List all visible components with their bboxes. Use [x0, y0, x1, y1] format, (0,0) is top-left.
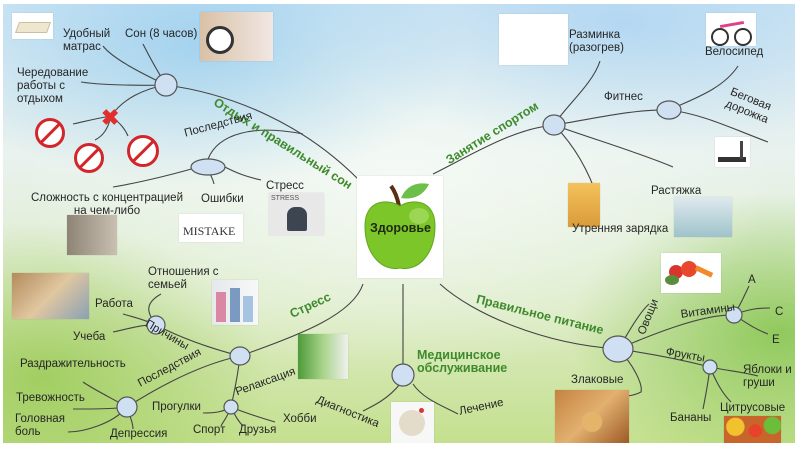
connector-line	[553, 60, 601, 126]
sleep-image	[200, 12, 273, 61]
node-stress-consequences	[116, 396, 138, 418]
connector-line	[222, 165, 262, 181]
stress-image: STRESS	[269, 193, 324, 235]
mistake-image: MISTAKE	[179, 214, 243, 242]
item-alternating-work: Чередование работы с отдыхом	[17, 67, 89, 105]
no-smoking-icon	[35, 118, 65, 148]
morning-exercise-image	[568, 183, 600, 227]
item-headache: Головная боль	[15, 413, 65, 438]
forbidden-cross-icon: ✖	[101, 105, 120, 130]
node-relaxation	[223, 399, 239, 415]
mind-map-canvas: Здоровье Отдых и правильный сон Удобный …	[3, 4, 795, 443]
vitamin-a: A	[748, 274, 756, 286]
vitamin-c: C	[775, 306, 784, 318]
apple-icon	[364, 183, 436, 270]
connector-line	[94, 115, 112, 141]
concentration-image	[67, 215, 117, 255]
fitness-title: Фитнес	[604, 91, 643, 103]
item-mistakes: Ошибки	[201, 193, 244, 205]
item-family-relations: Отношения с семьей	[148, 266, 219, 291]
center-apple: Здоровье	[357, 176, 443, 278]
stretching-image	[674, 197, 732, 237]
bicycle-image	[706, 13, 756, 46]
branch-title-medical: Медицинское обслуживание	[417, 348, 508, 375]
item-warmup: Разминка (разогрев)	[569, 29, 624, 54]
warmup-image	[499, 14, 568, 65]
vitamin-e: E	[772, 334, 780, 346]
item-study: Учеба	[73, 331, 106, 343]
item-depression: Депрессия	[110, 428, 168, 440]
item-apples-pears: Яблоки и груши	[743, 364, 792, 389]
connector-line	[72, 115, 112, 125]
item-work: Работа	[95, 298, 133, 310]
item-morning-exercise: Утренняя зарядка	[572, 223, 669, 235]
line-sport	[432, 124, 555, 175]
line-rest	[165, 84, 359, 180]
item-sport: Спорт	[193, 424, 226, 436]
connector-line	[553, 124, 674, 168]
item-bicycle: Велосипед	[705, 46, 764, 58]
relaxation-image	[298, 334, 348, 379]
node-fitness	[656, 100, 682, 120]
doctor-image	[391, 402, 434, 443]
item-sleep: Сон (8 часов)	[125, 28, 198, 40]
node-vitamins	[725, 306, 743, 324]
item-walks: Прогулки	[152, 401, 201, 413]
citrus-image	[724, 416, 781, 443]
mattress-image	[12, 13, 53, 39]
item-irritability: Раздражительность	[20, 358, 126, 370]
connector-lines	[67, 43, 771, 433]
node-rest	[154, 73, 178, 97]
item-citrus: Цитрусовые	[720, 402, 786, 414]
connector-line	[110, 115, 129, 137]
no-alcohol-icon	[127, 135, 159, 167]
item-stretching: Растяжка	[651, 185, 702, 197]
node-sport	[542, 114, 566, 136]
item-cereals: Злаковые	[571, 374, 624, 386]
alarm-clock-icon	[206, 26, 234, 54]
connector-line	[553, 109, 670, 126]
line-nutrition	[439, 283, 619, 350]
connector-line	[362, 383, 401, 412]
node-stress	[229, 346, 251, 366]
connector-line	[80, 81, 167, 86]
node-medical	[391, 363, 415, 387]
center-label: Здоровье	[370, 221, 431, 235]
node-nutrition	[602, 335, 634, 363]
work-image	[12, 273, 89, 319]
treadmill-image	[715, 137, 750, 167]
item-hobby: Хобби	[283, 413, 317, 425]
node-stress-causes	[146, 315, 166, 335]
family-image	[212, 280, 258, 325]
vegetables-image	[661, 253, 721, 293]
item-mattress: Удобный матрас	[63, 28, 111, 53]
item-rest-stress: Стресс	[266, 180, 304, 192]
item-friends: Друзья	[239, 424, 277, 436]
connector-line	[412, 383, 459, 415]
line-stress	[239, 283, 364, 357]
node-fruits	[702, 359, 718, 375]
item-concentration: Сложность с концентрацией на чем-либо	[31, 192, 183, 217]
item-bananas: Бананы	[670, 412, 712, 424]
connector-line	[207, 129, 304, 160]
connector-line	[126, 355, 241, 408]
item-anxiety: Тревожность	[16, 392, 85, 404]
no-drugs-icon	[74, 143, 104, 173]
node-rest-consequences	[190, 158, 226, 176]
cereals-image	[555, 390, 629, 443]
